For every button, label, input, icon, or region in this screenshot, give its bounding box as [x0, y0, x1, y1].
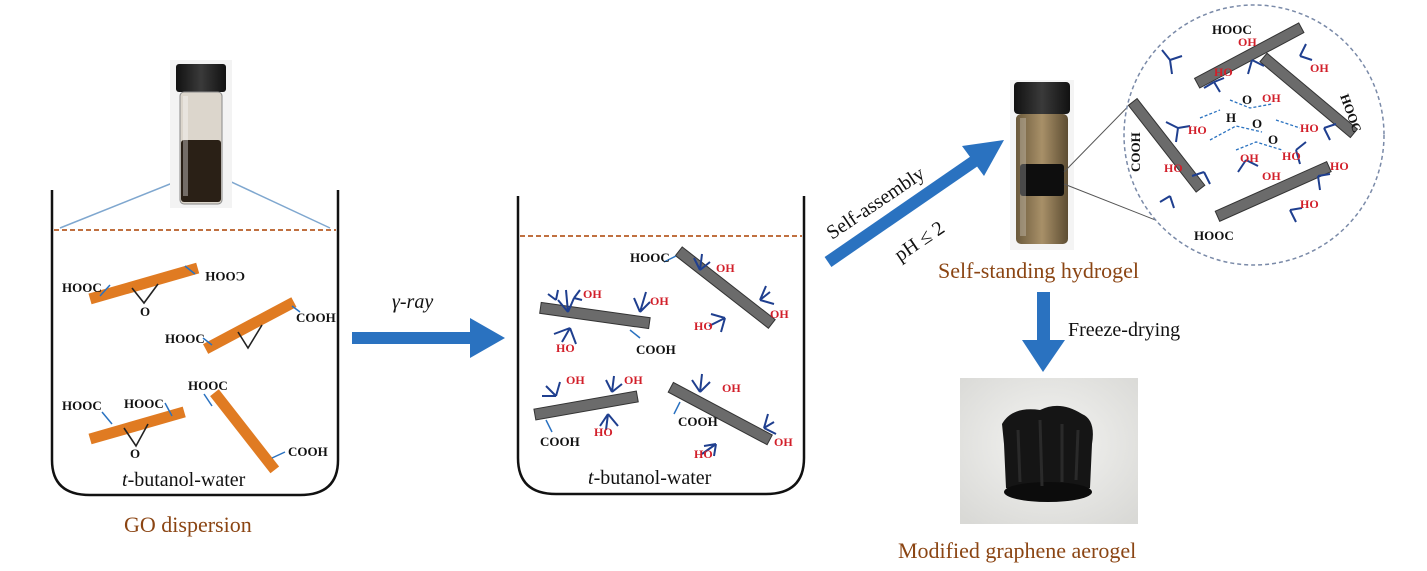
hooc-label: HOOC — [188, 378, 228, 393]
o-atom: O — [1268, 132, 1278, 147]
go-dispersion-caption: GO dispersion — [124, 512, 252, 537]
go-sheet: HOOC COOH — [165, 297, 336, 354]
oh-label: HO — [1282, 149, 1301, 163]
go-sheet: O HOOC HOOC — [62, 396, 186, 461]
o-atom: O — [1242, 92, 1252, 107]
cooh-label: COOH — [636, 342, 676, 357]
hooc-label: HOOC — [165, 331, 205, 346]
beaker-irradiated: OH OH HO COOH HOOC OH HO OH OH OH — [516, 196, 806, 496]
hooc-label: HOOC — [62, 280, 102, 295]
hydrogen-bonds — [1199, 99, 1301, 151]
modified-go-sheet: OH OH HO COOH — [533, 373, 643, 449]
oh-label: HO — [1214, 65, 1233, 79]
oh-label: HO — [1188, 123, 1207, 137]
oh-label: HO — [1300, 121, 1319, 135]
oh-label: HO — [594, 425, 613, 439]
modified-go-sheet: HOOC OH HO OH — [630, 246, 789, 333]
beaker-1-solvent-label: t-butanol-water — [122, 469, 246, 491]
go-sheet: HOOC COOH — [188, 378, 328, 474]
oh-label: OH — [722, 381, 741, 395]
oh-label: OH — [1310, 61, 1329, 75]
oh-label: OH — [624, 373, 643, 387]
aerogel-caption: Modified graphene aerogel — [898, 538, 1136, 563]
cooh-label: COOH — [540, 434, 580, 449]
hooc-label: HOOC — [1194, 228, 1234, 243]
go-vial-photo — [170, 60, 232, 208]
oh-label: OH — [566, 373, 585, 387]
gamma-ray-label: γ-ray — [392, 291, 433, 313]
o-atom: O — [1252, 116, 1262, 131]
hydrogel-network-zoom: HOOC HOOC HOOC COOH OH OH HO OH HO HO OH… — [1123, 4, 1385, 266]
beaker-go-dispersion: O HOOC COOH HOOC COOH O HOOC HOOC — [50, 171, 340, 497]
oh-label: OH — [1262, 91, 1281, 105]
polymer-branches — [1159, 43, 1337, 223]
oh-label: OH — [1240, 151, 1259, 165]
oh-label: HO — [694, 319, 713, 333]
hydrogel-vial-photo — [1010, 80, 1074, 250]
h-atom: H — [1226, 110, 1236, 125]
oh-label: OH — [650, 294, 669, 308]
oh-label: HO — [1164, 161, 1183, 175]
oh-label: HO — [1330, 159, 1349, 173]
freeze-drying-arrow — [1022, 292, 1065, 372]
epoxy-label: O — [140, 304, 150, 319]
oh-label: OH — [1238, 35, 1257, 49]
oh-label: OH — [774, 435, 793, 449]
hooc-label: HOOC — [1212, 22, 1252, 37]
beaker-1-outline — [50, 190, 340, 497]
cooh-label: COOH — [296, 310, 336, 325]
go-sheet: O HOOC COOH — [62, 262, 245, 319]
gamma-ray-arrow — [352, 318, 505, 358]
beaker-2-solvent-label: t-butanol-water — [588, 467, 712, 489]
aerogel-photo — [960, 378, 1138, 524]
cooh-label: COOH — [205, 269, 245, 284]
cooh-label: COOH — [1128, 132, 1143, 172]
modified-go-sheet: OH OH HO COOH — [539, 287, 676, 357]
hooc-label: HOOC — [124, 396, 164, 411]
oh-label: HO — [556, 341, 575, 355]
epoxy-label: O — [130, 446, 140, 461]
hydrogel-caption: Self-standing hydrogel — [938, 258, 1139, 283]
oh-label: OH — [770, 307, 789, 321]
hooc-label: HOOC — [630, 250, 670, 265]
oh-label: OH — [716, 261, 735, 275]
hooc-label: HOOC — [62, 398, 102, 413]
freeze-drying-label: Freeze-drying — [1068, 319, 1180, 341]
cooh-label: COOH — [678, 414, 718, 429]
oh-label: OH — [583, 287, 602, 301]
oh-label: HO — [694, 447, 713, 461]
self-assembly-arrow — [824, 140, 1004, 267]
modified-go-sheet: OH HO OH COOH — [667, 373, 793, 461]
beaker-2-outline — [516, 196, 806, 496]
oh-label: HO — [1300, 197, 1319, 211]
oh-label: OH — [1262, 169, 1281, 183]
cooh-label: COOH — [288, 444, 328, 459]
